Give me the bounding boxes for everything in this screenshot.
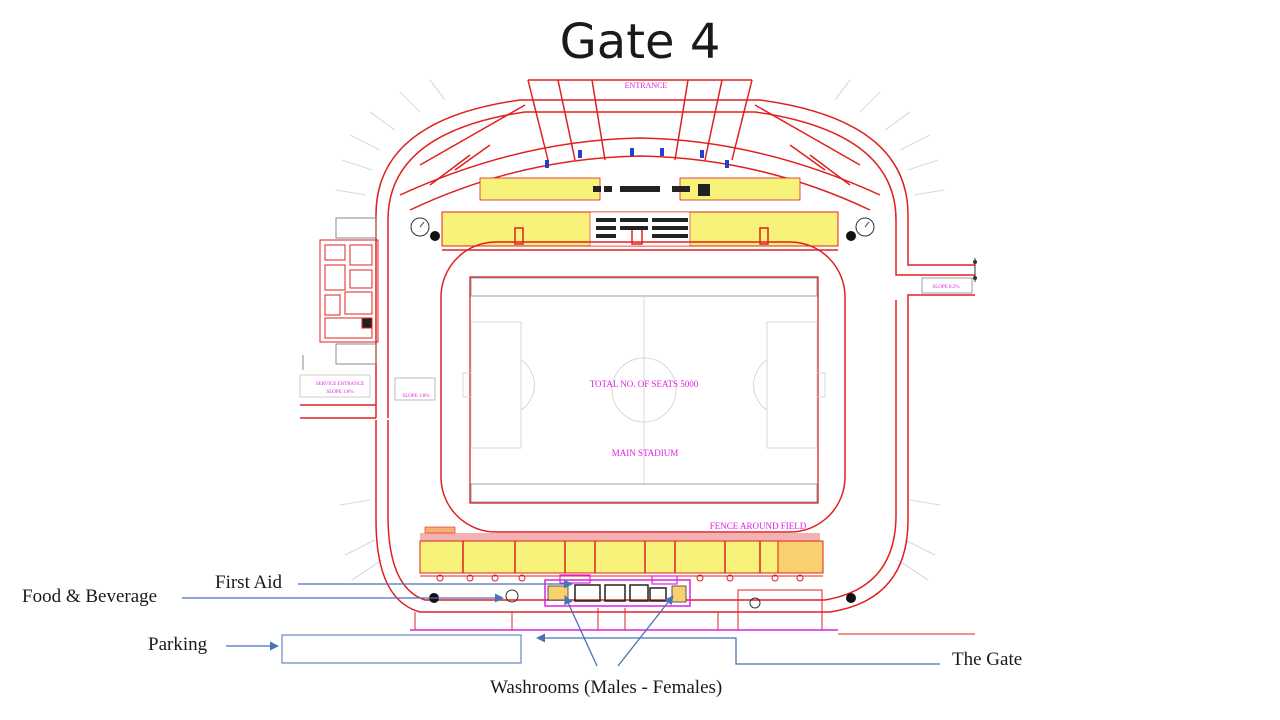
washroom-male-arrow [564, 595, 598, 667]
north-seating [441, 148, 839, 251]
service-entrance-label: SERVICE ENTRANCE [316, 382, 364, 387]
page-title: Gate 4 [559, 14, 721, 70]
food-beverage-label: Food & Beverage [22, 586, 158, 607]
first-aid-label: First Aid [215, 572, 283, 593]
east-exit [299, 258, 977, 401]
the-gate-label: The Gate [952, 649, 1023, 670]
washrooms-label: Washrooms (Males - Females) [490, 677, 723, 698]
main-stadium-label: MAIN STADIUM [612, 448, 679, 458]
parking-label: Parking [148, 634, 208, 655]
slope-left-label: SLOPE 1:8% [326, 390, 353, 395]
the-gate-arrow [536, 633, 940, 665]
surrounding-hatch [335, 79, 945, 581]
outer-road [300, 99, 975, 613]
corner-markers [410, 217, 875, 609]
slope-mid-label: SLOPE 1:8% [402, 394, 429, 399]
washroom-female-arrow [617, 595, 674, 667]
pitch [440, 241, 846, 533]
entrance-label: ENTRANCE [625, 81, 668, 90]
parking-area [281, 634, 522, 664]
plan-labels: ENTRANCE TOTAL NO. OF SEATS 5000 MAIN ST… [316, 81, 960, 531]
slope-right-label: SLOPE 8:2% [932, 285, 959, 290]
south-stand [410, 526, 975, 635]
fence-label: FENCE AROUND FIELD [710, 521, 807, 531]
left-annex-building [302, 217, 379, 370]
annotation-arrows [182, 579, 940, 667]
total-seats-label: TOTAL NO. OF SEATS 5000 [590, 379, 699, 389]
